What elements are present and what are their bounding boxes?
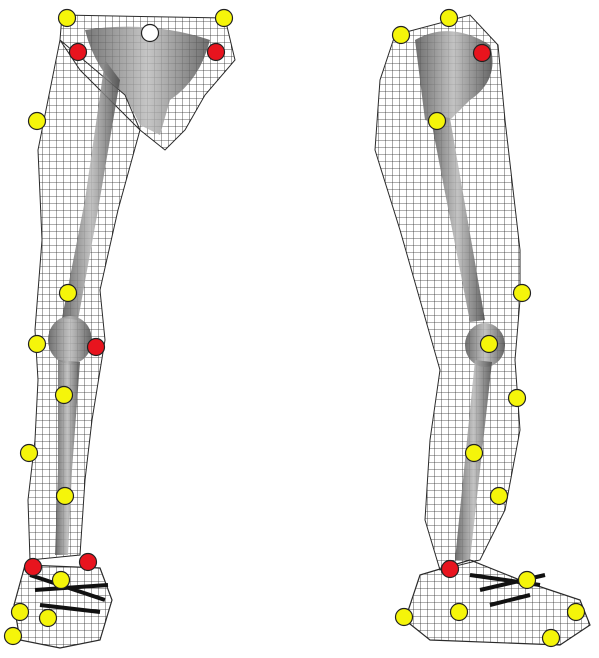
yellow-marker-28 xyxy=(519,572,536,589)
yellow-marker-5 xyxy=(29,113,46,130)
white-marker-1 xyxy=(142,25,159,42)
yellow-marker-2 xyxy=(216,10,233,27)
yellow-marker-9 xyxy=(56,387,73,404)
yellow-marker-22 xyxy=(514,285,531,302)
yellow-marker-29 xyxy=(396,609,413,626)
front-knee-bone xyxy=(48,316,92,364)
red-marker-4 xyxy=(208,44,225,61)
red-marker-8 xyxy=(88,339,105,356)
yellow-marker-18 xyxy=(393,27,410,44)
side-view-leg-model xyxy=(375,15,590,645)
yellow-marker-26 xyxy=(491,488,508,505)
red-marker-13 xyxy=(80,554,97,571)
yellow-marker-6 xyxy=(60,285,77,302)
yellow-marker-7 xyxy=(29,336,46,353)
yellow-marker-17 xyxy=(5,628,22,645)
yellow-marker-19 xyxy=(441,10,458,27)
yellow-marker-10 xyxy=(21,445,38,462)
red-marker-3 xyxy=(70,44,87,61)
yellow-marker-11 xyxy=(57,488,74,505)
yellow-marker-31 xyxy=(568,604,585,621)
yellow-marker-16 xyxy=(40,610,57,627)
yellow-marker-15 xyxy=(12,604,29,621)
yellow-marker-24 xyxy=(509,390,526,407)
red-marker-12 xyxy=(25,559,42,576)
yellow-marker-21 xyxy=(429,113,446,130)
yellow-marker-30 xyxy=(451,604,468,621)
yellow-marker-25 xyxy=(466,445,483,462)
yellow-marker-23 xyxy=(481,336,498,353)
front-view-leg-model xyxy=(14,15,235,648)
red-marker-27 xyxy=(442,561,459,578)
red-marker-20 xyxy=(474,45,491,62)
yellow-marker-32 xyxy=(543,630,560,647)
yellow-marker-0 xyxy=(59,10,76,27)
yellow-marker-14 xyxy=(53,572,70,589)
